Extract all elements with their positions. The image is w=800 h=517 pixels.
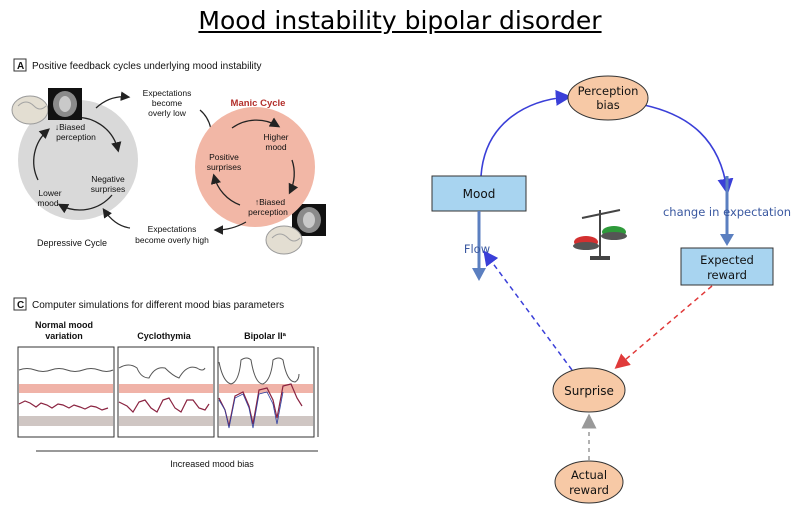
change-in-expectation-label: change in expectation xyxy=(663,205,791,219)
expected-reward-label-1: Expected xyxy=(700,253,754,267)
expect-low-2: become xyxy=(152,98,183,108)
perception-bias-node xyxy=(567,75,649,121)
perception-to-expectation-arrow xyxy=(643,104,734,195)
expect-low-1: Expectations xyxy=(143,88,192,98)
dep-biased-perception-2: perception xyxy=(56,132,96,142)
manic-positive-1: Positive xyxy=(209,152,239,162)
expect-high-2: become overly high xyxy=(135,235,209,245)
expected-to-surprise-arrow xyxy=(614,285,713,369)
depressive-cycle-label: Depressive Cycle xyxy=(37,238,107,248)
manic-biased-2: perception xyxy=(248,207,288,217)
balance-scale-icon xyxy=(573,209,627,260)
surprise-label: Surprise xyxy=(564,384,614,398)
panel-c-heading: Computer simulations for different mood … xyxy=(32,300,284,311)
page-title: Mood instability bipolar disorder xyxy=(198,6,602,35)
surprise-node xyxy=(552,367,626,413)
dep-biased-perception-1: ↓Biased xyxy=(55,122,86,132)
expected-reward-box xyxy=(680,247,774,286)
simulation-panel-1 xyxy=(17,346,115,438)
surprise-to-mood-arrow xyxy=(483,250,573,371)
manic-biased-1: ↑Biased xyxy=(255,197,286,207)
dep-lower-1: Lower xyxy=(38,188,61,198)
simulation-panel-3 xyxy=(217,346,315,438)
panel-c: C Computer simulations for different moo… xyxy=(13,297,319,469)
manic-positive-2: surprises xyxy=(207,162,241,172)
brain-illustration xyxy=(11,88,82,125)
col3-label: Bipolar IIª xyxy=(244,331,287,341)
manic-higher-2: mood xyxy=(265,142,287,152)
col1-label-1: Normal mood xyxy=(35,320,93,330)
panel-a-letter: A xyxy=(17,61,24,72)
increased-mood-bias-label: Increased mood bias xyxy=(170,459,254,469)
panel-a-heading: Positive feedback cycles underlying mood… xyxy=(32,61,262,72)
manic-cycle-circle xyxy=(195,107,315,227)
mood-to-perception-arrow xyxy=(480,89,572,177)
dep-lower-2: mood xyxy=(37,198,59,208)
actual-reward-label-2: reward xyxy=(569,483,609,497)
col1-label-2: variation xyxy=(45,331,83,341)
perception-label-2: bias xyxy=(596,98,620,112)
brain-illustration-2 xyxy=(265,204,326,255)
panel-a: A Positive feedback cycles underlying mo… xyxy=(11,58,326,255)
dep-negative-2: surprises xyxy=(91,184,125,194)
panel-c-letter: C xyxy=(17,300,24,311)
actual-reward-node xyxy=(554,460,624,504)
perception-label-1: Perception xyxy=(578,84,639,98)
manic-cycle-label: Manic Cycle xyxy=(231,98,286,109)
expected-reward-label-2: reward xyxy=(707,268,747,282)
manic-higher-1: Higher xyxy=(263,132,288,142)
dep-negative-1: Negative xyxy=(91,174,125,184)
feedback-diagram: Mood Perception bias change in expectati… xyxy=(431,75,791,504)
expect-low-3: overly low xyxy=(148,108,187,118)
mood-label: Mood xyxy=(463,187,496,201)
expect-high-1: Expectations xyxy=(148,224,197,234)
simulation-panel-2 xyxy=(117,346,215,438)
mood-box xyxy=(431,175,527,212)
col2-label: Cyclothymia xyxy=(137,331,192,341)
actual-reward-label-1: Actual xyxy=(571,468,607,482)
